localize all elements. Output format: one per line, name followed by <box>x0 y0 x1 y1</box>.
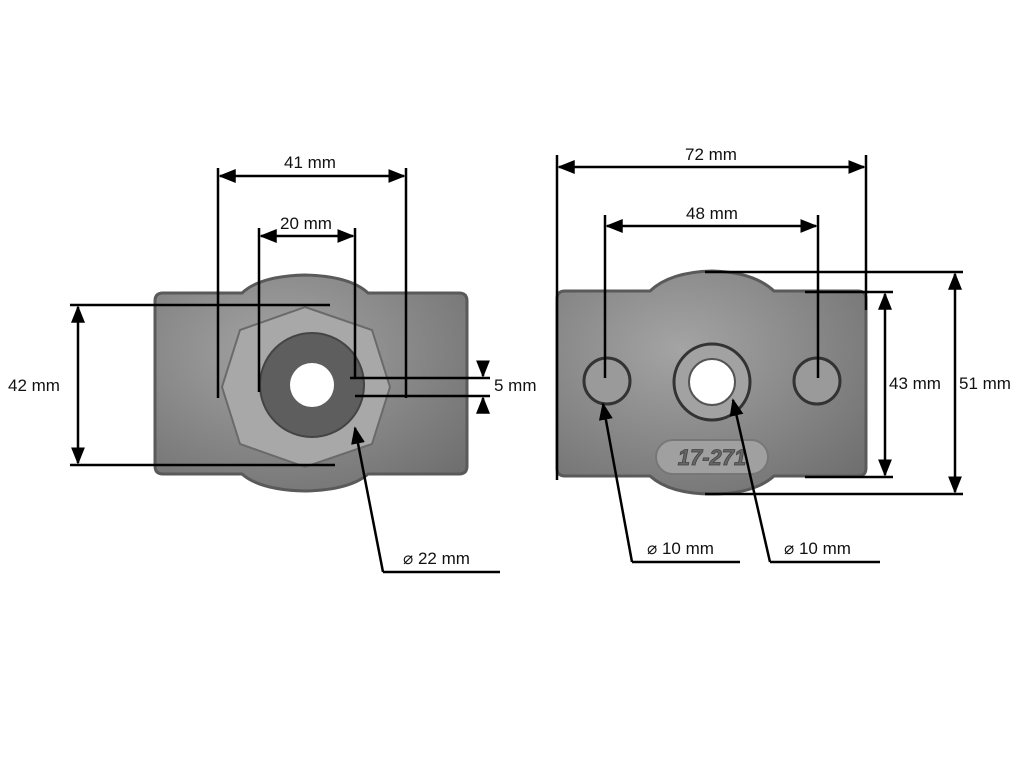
left-dimensions: 41 mm 20 mm 42 mm 5 mm ⌀ 22 mm <box>8 153 537 574</box>
dim-bore-22mm: ⌀ 22 mm <box>403 549 470 568</box>
dim-42mm: 42 mm <box>8 376 60 395</box>
dim-side-hole-10mm: ⌀ 10 mm <box>647 539 714 558</box>
dim-43mm: 43 mm <box>889 374 941 393</box>
dim-center-hole-10mm: ⌀ 10 mm <box>784 539 851 558</box>
dim-72mm: 72 mm <box>685 145 737 164</box>
right-view-part: 17-271 <box>555 269 868 496</box>
part-code: 17-271 <box>678 445 747 470</box>
part-code-plate <box>655 439 769 475</box>
bore-hole <box>290 363 334 407</box>
dim-48mm: 48 mm <box>686 204 738 223</box>
side-hole-left <box>582 356 632 406</box>
center-hole <box>688 358 736 406</box>
dim-20mm: 20 mm <box>280 214 332 233</box>
dim-5mm: 5 mm <box>494 376 537 395</box>
dim-41mm: 41 mm <box>284 153 336 172</box>
left-view-part <box>153 273 469 493</box>
right-dimensions: 72 mm 48 mm 43 mm 51 mm ⌀ 10 mm ⌀ 10 mm <box>555 145 1011 564</box>
dim-51mm: 51 mm <box>959 374 1011 393</box>
